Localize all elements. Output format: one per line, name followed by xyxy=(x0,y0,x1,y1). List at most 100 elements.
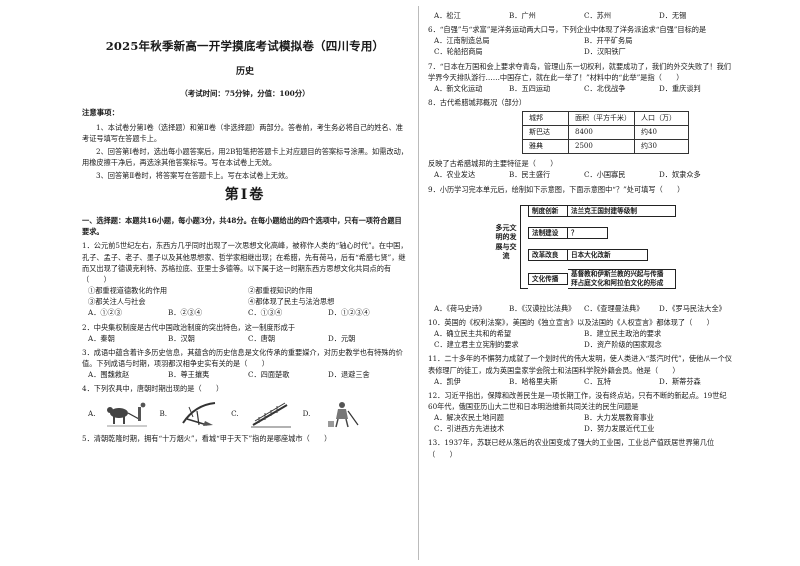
diagram-category: 改革改良 xyxy=(528,248,568,261)
option-b[interactable]: B．五四运动 xyxy=(509,83,551,93)
option-d[interactable]: D．《罗马民法大全》 xyxy=(659,303,726,313)
question-stem: 3．成语中蕴含着许多历史信息，其蕴含的历史信息是文化传承的重要媒介，对历史教学也… xyxy=(82,347,403,369)
civilization-diagram: 多元文明的发展与交流 制度创新 法兰克王国封建等级制 法制建设 ？ 改革改良 日… xyxy=(494,199,694,299)
option-c[interactable]: C．小国寡民 xyxy=(584,170,626,180)
option-b[interactable]: B．民主盛行 xyxy=(509,170,551,180)
question-stem: 12．习近平指出，保障和改善民生是一项长期工作，没有终点站，只有不断的新起点。1… xyxy=(428,390,727,411)
question-image-options: A. B. xyxy=(82,399,408,429)
option-c[interactable]: C．四面楚歌 xyxy=(248,370,290,380)
option-a[interactable]: A．《荷马史诗》 xyxy=(434,303,486,313)
diagram-row: 改革改良 日本大化改新 xyxy=(528,248,648,261)
question-options: A．确立民主共和的希望 B．建立民主政治的要求 C．建立君主立宪制的要求 D．资… xyxy=(428,328,734,350)
option-c[interactable]: C．瓦特 xyxy=(584,376,612,386)
diagram-row: 制度创新 法兰克王国封建等级制 xyxy=(528,204,676,217)
table-row: 雅典 2500 约30 xyxy=(522,139,689,155)
option-b[interactable]: B．尊王攘夷 xyxy=(168,370,210,380)
table-cell: 8400 xyxy=(568,125,635,141)
question-options: A．江南制造总局 B．开平矿务局 C．轮船招商局 D．汉阳铁厂 xyxy=(428,35,734,57)
option-b[interactable]: B．建立民主政治的要求 xyxy=(584,329,662,339)
option-a[interactable]: A．新文化运动 xyxy=(434,83,483,93)
question-6: 6．“自强”与“求富”是洋务运动两大口号，下列企业中体现了洋务派追求“自强”目标… xyxy=(428,24,734,57)
question-options: A．松江 B．广州 C．苏州 D．无锡 xyxy=(428,10,734,21)
question-stem: 2．中央集权制度是古代中国政治制度的突出特色，这一制度形成于 xyxy=(82,322,296,332)
diagram-row: 法制建设 ？ xyxy=(528,226,608,239)
option-a[interactable]: A．①②③ xyxy=(88,308,122,318)
sub-item: ③都关注人与社会 xyxy=(88,297,146,307)
question-follow-text: 反映了古希腊城邦的主要特征是（ ） xyxy=(428,159,558,169)
option-c[interactable]: C．北伐战争 xyxy=(584,83,626,93)
option-a[interactable]: A．松江 xyxy=(434,11,461,20)
exam-info: （考试时间：75分钟，分值：100分） xyxy=(180,88,310,98)
option-b[interactable]: B．广州 xyxy=(509,11,536,20)
option-b[interactable]: B．哈格里夫斯 xyxy=(509,376,558,386)
option-c[interactable]: C．《查理曼法典》 xyxy=(584,303,644,313)
question-3: 3．成语中蕴含着许多历史信息，其蕴含的历史信息是文化传承的重要媒介，对历史教学也… xyxy=(82,347,408,380)
question-5-options: A．松江 B．广州 C．苏州 D．无锡 xyxy=(428,10,734,21)
option-a[interactable]: A．凯伊 xyxy=(434,376,461,386)
notice-item: 2、回答第Ⅰ卷时，选出每小题答案后，用2B铅笔把答题卡上对应题目的答案标号涂黑。… xyxy=(82,147,408,168)
exam-title: 2025年秋季新高一开学摸底考试模拟卷（四川专用） xyxy=(105,39,385,53)
question-options: A．凯伊 B．哈格里夫斯 C．瓦特 D．斯蒂芬森 xyxy=(428,376,734,387)
question-12: 12．习近平指出，保障和改善民生是一项长期工作，没有终点站，只有不断的新起点。1… xyxy=(428,390,734,435)
notice-item: 1、本试卷分第Ⅰ卷（选择题）和第Ⅱ卷（非选择题）两部分。答卷前，考生务必将自己的… xyxy=(82,122,403,143)
question-7: 7．“日本在万国和会上要求夺青岛，管理山东一切权利，就要成功了，我们的外交失败了… xyxy=(428,61,734,94)
option-a[interactable]: A．确立民主共和的希望 xyxy=(434,329,512,339)
diagram-main-label: 多元文明的发展与交流 xyxy=(495,222,517,261)
option-d[interactable]: D．资产阶级的国家观念 xyxy=(584,340,662,350)
option-d[interactable]: D．退避三舍 xyxy=(328,370,370,380)
option-d[interactable]: D．无锡 xyxy=(659,11,687,20)
table-cell: 斯巴达 xyxy=(522,125,569,141)
sub-item: ④都体现了民主与法治思想 xyxy=(248,297,335,307)
option-a[interactable]: A．江南制造总局 xyxy=(434,36,490,46)
option-b[interactable]: B．②③④ xyxy=(168,308,203,318)
option-c[interactable]: C．唐朝 xyxy=(248,333,276,343)
question-2: 2．中央集权制度是古代中国政治制度的突出特色，这一制度形成于 A．秦朝 B．汉朝… xyxy=(82,322,408,344)
question-stem: 4．下列农具中，唐朝时期出现的是（ ） xyxy=(82,384,224,394)
question-stem: 1．公元前5世纪左右，东西方几乎同时出现了一次思想文化高峰，被称作人类的“轴心时… xyxy=(82,241,408,284)
option-b[interactable]: B．开平矿务局 xyxy=(584,36,633,46)
option-d[interactable]: D．努力发展近代工业 xyxy=(584,424,655,434)
question-1: 1．公元前5世纪左右，东西方几乎同时出现了一次思想文化高峰，被称作人类的“轴心时… xyxy=(82,240,408,318)
option-a[interactable]: A．秦朝 xyxy=(88,333,115,343)
option-d[interactable]: D．汉阳铁厂 xyxy=(584,47,626,57)
option-c[interactable]: C．引进西方先进技术 xyxy=(434,424,505,434)
diagram-bracket xyxy=(520,204,528,289)
option-c[interactable]: C．建立君主立宪制的要求 xyxy=(434,340,519,350)
option-b[interactable]: B. xyxy=(159,408,168,418)
diagram-category: 法制建设 xyxy=(528,226,568,239)
waterwheel-icon xyxy=(250,402,291,427)
diagram-category: 制度创新 xyxy=(528,204,568,217)
right-column: A．松江 B．广州 C．苏州 D．无锡 6．“自强”与“求富”是洋务运动两大口号… xyxy=(428,10,734,463)
option-a[interactable]: A．解决农民土地问题 xyxy=(434,413,504,423)
option-a[interactable]: A. xyxy=(88,408,96,418)
option-a[interactable]: A．围魏救赵 xyxy=(88,370,130,380)
option-c[interactable]: C．苏州 xyxy=(584,11,612,20)
question-options: A．解决农民土地问题 B．大力发展教育事业 C．引进西方先进技术 D．努力发展近… xyxy=(428,412,734,434)
question-options: A．农业发达 B．民主盛行 C．小国寡民 D．奴隶众多 xyxy=(428,169,734,180)
option-d[interactable]: D．①②③④ xyxy=(328,308,370,318)
option-d[interactable]: D. xyxy=(302,408,311,418)
option-c[interactable]: C．轮船招商局 xyxy=(434,47,483,57)
section-heading: 一、选择题：本题共16小题，每小题3分，共48分。在每小题给出的四个选项中，只有… xyxy=(82,216,402,237)
option-c[interactable]: C. xyxy=(231,408,239,418)
question-subitems: ①都重视道德教化的作用 ②都重视知识的作用 ③都关注人与社会 ④都体现了民主与法… xyxy=(82,285,408,307)
option-c[interactable]: C．①③④ xyxy=(248,308,283,318)
question-options: A．秦朝 B．汉朝 C．唐朝 D．元朝 xyxy=(82,333,408,344)
option-b[interactable]: B．汉朝 xyxy=(168,333,195,343)
option-b[interactable]: B．大力发展教育事业 xyxy=(584,413,654,423)
farmer-tool-icon xyxy=(328,401,359,427)
left-column: 2025年秋季新高一开学摸底考试模拟卷（四川专用） 历史 （考试时间：75分钟，… xyxy=(82,38,408,447)
option-d[interactable]: D．元朝 xyxy=(328,333,356,343)
column-divider xyxy=(418,6,419,560)
option-d[interactable]: D．奴隶众多 xyxy=(659,170,701,180)
question-stem: 9．小历学习完本单元后，绘制如下示意图，下面示意图中“？”处可填写（ ） xyxy=(428,184,685,194)
option-d[interactable]: D．斯蒂芬森 xyxy=(659,376,701,386)
diagram-item: 法兰克王国封建等级制 xyxy=(568,204,676,217)
question-13: 13．1937年，苏联已经从落后的农业国变成了强大的工业国，工业总产值跃居世界第… xyxy=(428,437,734,459)
option-a[interactable]: A．农业发达 xyxy=(434,170,476,180)
option-d[interactable]: D．重庆谈判 xyxy=(659,83,701,93)
question-stem: 6．“自强”与“求富”是洋务运动两大口号，下列企业中体现了洋务派追求“自强”目标… xyxy=(428,25,707,35)
option-b[interactable]: B．《汉谟拉比法典》 xyxy=(509,303,576,313)
diagram-category: 文化传播 xyxy=(528,272,568,285)
question-10: 10．英国的《权利法案》，美国的《独立宣言》以及法国的《人权宣言》都体现了（ ）… xyxy=(428,317,734,350)
